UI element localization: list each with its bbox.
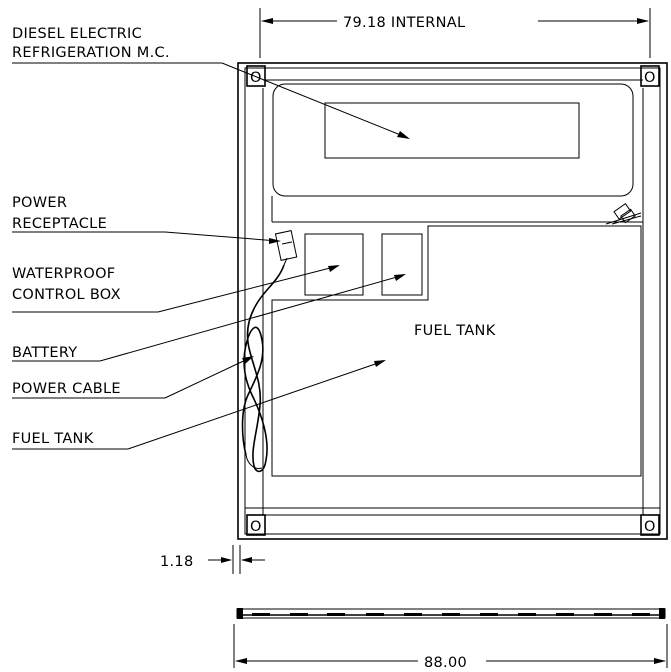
callout-fuel-tank: FUEL TANK	[12, 360, 386, 450]
arrowhead-right	[637, 18, 649, 24]
callout-refrigeration: DIESEL ELECTRIC REFRIGERATION M.C.	[12, 26, 410, 139]
callout-power-cable: POWER CABLE	[12, 356, 254, 399]
refrigeration-unit	[271, 83, 643, 223]
power-receptacle	[274, 230, 298, 266]
fuel-tank-interior-label: FUEL TANK	[414, 323, 496, 339]
callout-refrigeration-line1: DIESEL ELECTRIC	[12, 26, 142, 42]
side-elevation	[236, 608, 666, 619]
corner-casting-top-right: O	[640, 65, 660, 87]
callout-power-receptacle: POWER RECEPTACLE	[12, 195, 281, 244]
callout-control-box-line2: CONTROL BOX	[12, 287, 121, 303]
callout-power-receptacle-line1: POWER	[12, 195, 67, 211]
waterproof-control-box	[304, 233, 364, 296]
battery	[381, 233, 423, 296]
callout-fuel-tank-label: FUEL TANK	[12, 431, 94, 447]
callout-refrigeration-line2: REFRIGERATION M.C.	[12, 45, 170, 61]
corner-casting-glyph: O	[644, 70, 656, 86]
fuel-fitting	[605, 203, 642, 225]
arrowhead-left	[261, 18, 273, 24]
power-cable	[241, 264, 285, 473]
corner-casting-top-left: O	[246, 65, 266, 87]
power-cable-end	[245, 454, 263, 469]
rail-width-label: 1.18	[160, 554, 194, 570]
arrowhead-left	[235, 658, 247, 664]
overall-width-label: 88.00	[424, 655, 467, 671]
callout-battery-label: BATTERY	[12, 345, 77, 361]
rail-width-dimension: 1.18	[160, 545, 265, 574]
chassis-frame	[237, 62, 668, 540]
callout-power-cable-label: POWER CABLE	[12, 381, 121, 397]
callout-power-receptacle-line2: RECEPTACLE	[12, 216, 107, 232]
arrowhead-right	[221, 557, 232, 563]
overall-width-dimension: 88.00	[233, 624, 668, 671]
internal-width-dimension: 79.18 INTERNAL	[259, 8, 651, 58]
corner-casting-bottom-right: O	[640, 514, 660, 536]
corner-casting-glyph: O	[250, 70, 262, 86]
arrowhead-right	[654, 658, 666, 664]
fuel-tank: FUEL TANK	[271, 225, 642, 477]
corner-casting-glyph: O	[250, 519, 262, 535]
callout-control-box: WATERPROOF CONTROL BOX	[12, 265, 340, 313]
corner-casting-bottom-left: O	[246, 514, 266, 536]
corner-casting-glyph: O	[644, 519, 656, 535]
arrowhead-left	[241, 557, 252, 563]
callout-control-box-line1: WATERPROOF	[12, 266, 115, 282]
callout-battery: BATTERY	[12, 274, 406, 362]
internal-width-label: 79.18 INTERNAL	[343, 15, 465, 31]
